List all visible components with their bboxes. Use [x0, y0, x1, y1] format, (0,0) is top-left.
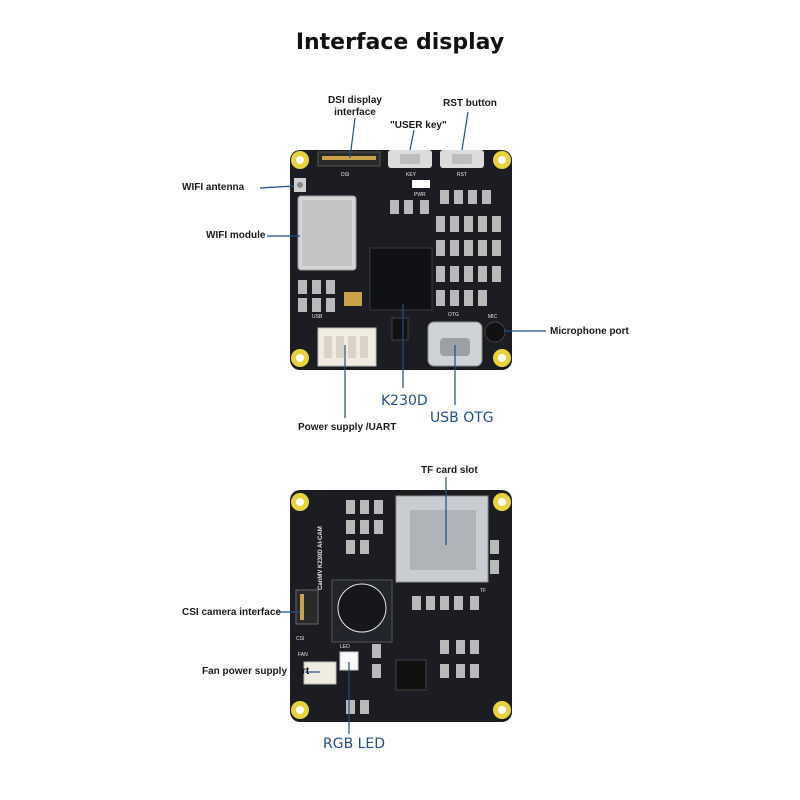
fan-connector — [303, 661, 337, 685]
page-title: Interface display — [295, 30, 505, 55]
silk-csi: CSI — [296, 636, 304, 642]
mounting-hole — [291, 349, 309, 367]
label-rst-button: RST button — [443, 98, 497, 109]
silk-otg: OTG — [448, 312, 459, 318]
mounting-hole — [291, 151, 309, 169]
label-user-key: "USER key" — [390, 120, 447, 131]
silk-key: KEY — [406, 172, 417, 178]
label-microphone-port: Microphone port — [550, 326, 629, 337]
label-csi-camera: CSI camera interface — [182, 607, 281, 618]
label-tf-card-slot: TF card slot — [421, 465, 478, 476]
label-dsi-text: DSI display interface — [328, 95, 382, 118]
label-wifi-module: WIFI module — [206, 230, 266, 241]
label-dsi-display-interface: DSI display interface — [326, 95, 384, 119]
silk-rst: RST — [457, 172, 467, 178]
k230d-chip — [369, 247, 433, 311]
camera-ring — [337, 583, 387, 633]
silk-led: LED — [340, 644, 350, 650]
silk-fan: FAN — [298, 652, 308, 658]
label-k230d: K230D — [381, 393, 428, 409]
label-usb-otg: USB OTG — [430, 410, 494, 426]
microphone — [484, 321, 506, 343]
silk-tf: TF — [480, 588, 486, 594]
silk-dsi: DSI — [341, 172, 349, 178]
silk-board-name: CanMV K230D AI-CAM — [318, 526, 324, 590]
mounting-hole — [493, 349, 511, 367]
silk-usb: USB — [312, 314, 323, 320]
label-rgb-led: RGB LED — [323, 736, 386, 752]
mounting-hole — [493, 151, 511, 169]
silk-mic: MIC — [488, 314, 498, 320]
label-wifi-antenna: WIFI antenna — [182, 182, 245, 193]
label-power-uart: Power supply /UART — [298, 422, 397, 433]
label-fan-power: Fan power supply port — [202, 666, 310, 677]
silk-pwr: PWR — [414, 192, 426, 198]
